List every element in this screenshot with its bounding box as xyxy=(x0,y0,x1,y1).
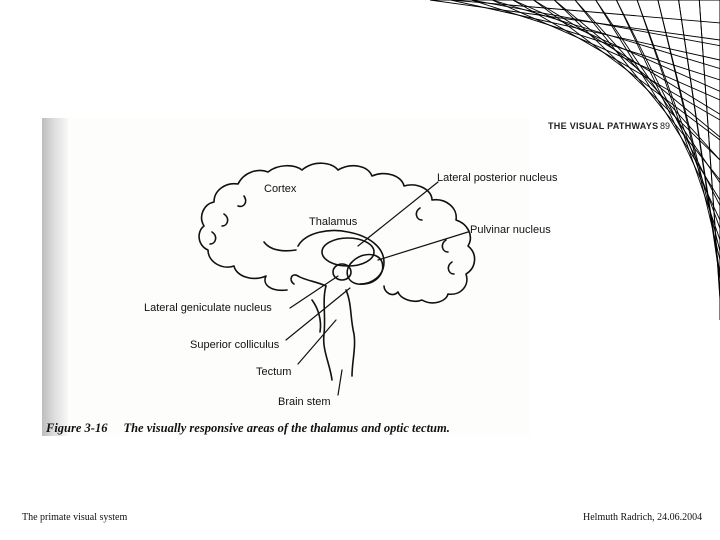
label-tectum: Tectum xyxy=(256,366,292,378)
footer-title: The primate visual system xyxy=(22,512,128,523)
label-superior-colliculus: Superior colliculus xyxy=(190,339,280,351)
figure-caption: Figure 3-16 The visually responsive areas… xyxy=(46,421,450,436)
pulvinar-outline xyxy=(346,253,384,286)
cortex-outline xyxy=(198,162,476,304)
lateral-geniculate-outline xyxy=(332,263,352,281)
scanned-figure-page xyxy=(42,118,530,436)
footer-author-date: Helmuth Radrich, 24.06.2004 xyxy=(583,512,703,523)
label-pulvinar-nucleus: Pulvinar nucleus xyxy=(470,224,551,236)
label-cortex: Cortex xyxy=(264,183,297,195)
figure-caption-text: The visually responsive areas of the tha… xyxy=(123,421,450,435)
label-brain-stem: Brain stem xyxy=(278,396,331,408)
label-lateral-geniculate-nucleus: Lateral geniculate nucleus xyxy=(144,302,272,314)
book-page-number: 89 xyxy=(660,121,671,131)
book-running-header: THE VISUAL PATHWAYS xyxy=(548,121,659,131)
figure-number: Figure 3-16 xyxy=(46,421,108,435)
thalamus-outline xyxy=(321,237,375,267)
label-thalamus: Thalamus xyxy=(309,216,358,228)
label-lateral-posterior-nucleus: Lateral posterior nucleus xyxy=(437,172,558,184)
page-gutter-shadow xyxy=(42,118,68,436)
